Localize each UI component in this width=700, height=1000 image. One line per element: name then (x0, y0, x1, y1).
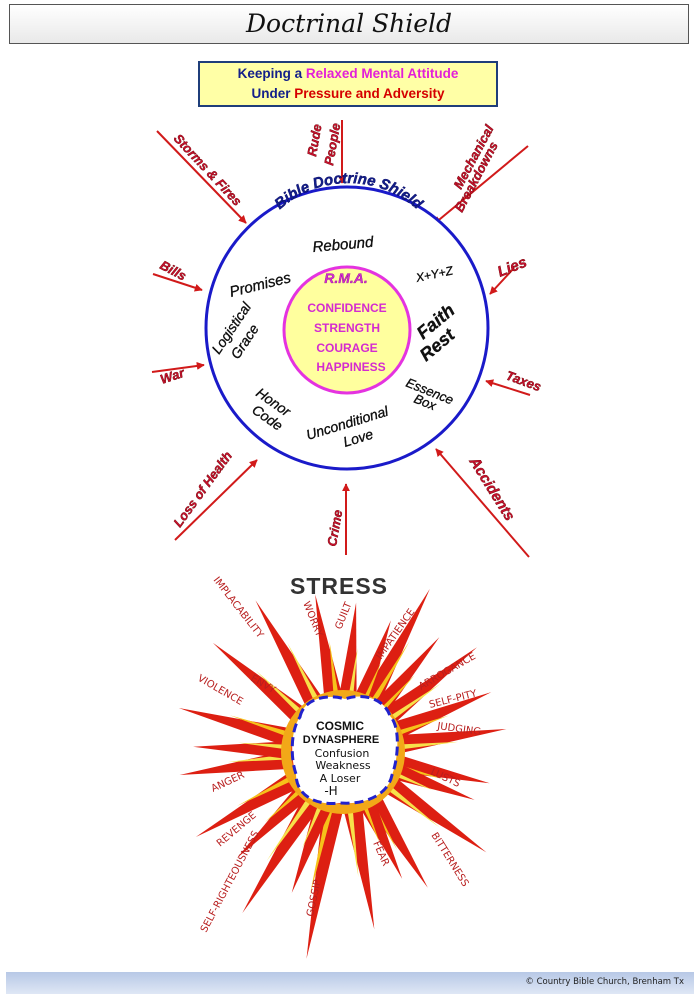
title-bar: Doctrinal Shield (9, 4, 689, 44)
stress-ray-label: SELF-RIGHTEOUSNESS (199, 829, 262, 934)
pressure-arrows (151, 120, 531, 558)
arrow-bills (152, 273, 203, 292)
subtitle-text-2b: Pressure and Adversity (294, 86, 445, 101)
cosmic-line-2: DYNASPHERE (303, 734, 379, 746)
stress-ray-label: IMPLACABILITY (211, 575, 266, 641)
arrow-war (151, 361, 205, 373)
arrow-taxes (485, 379, 531, 396)
subtitle-line-2: Under Pressure and Adversity (200, 84, 496, 104)
rma-word-confidence: CONFIDENCE (307, 301, 386, 315)
arrow-mechanical (433, 145, 529, 225)
label-crime: Crime (324, 509, 345, 548)
label-lies: Lies (495, 254, 529, 281)
stress-title: STRESS (290, 573, 388, 599)
item-rebound: Rebound (312, 234, 375, 256)
label-loss-health: Loss of Health (170, 448, 235, 529)
page-title: Doctrinal Shield (245, 9, 453, 38)
footer-copyright: © Country Bible Church, Brenham Tx (525, 977, 684, 987)
rma-word-strength: STRENGTH (314, 321, 380, 335)
rma-inner-circle (282, 265, 412, 395)
cosmic-line-3: Confusion (315, 747, 370, 760)
subtitle-text-1a: Keeping a (237, 66, 306, 81)
rma-title: R.M.A. (324, 270, 368, 286)
subtitle-text-2a: Under (251, 86, 295, 101)
arrow-accidents (435, 448, 530, 558)
label-people: People (321, 122, 343, 167)
stress-ray-label: VIOLENCE (196, 673, 245, 708)
subtitle-line-1: Keeping a Relaxed Mental Attitude (200, 64, 496, 84)
label-storms: Storms & Fires (171, 131, 245, 209)
label-taxes: Taxes (504, 368, 543, 395)
arrow-loss-health (174, 459, 258, 541)
subtitle-box: Keeping a Relaxed Mental Attitude Under … (198, 61, 498, 107)
label-rude: Rude (304, 123, 324, 158)
cosmic-line-1: COSMIC (316, 719, 364, 733)
cosmic-line-5: A Loser (320, 772, 361, 785)
stress-ray-label: GUILT (334, 600, 355, 631)
footer-bar: © Country Bible Church, Brenham Tx (6, 972, 694, 994)
cosmic-center-blob (290, 694, 399, 805)
subtitle-text-1b: Relaxed Mental Attitude (305, 66, 459, 81)
stress-ray-label: BITTERNESS (428, 831, 470, 889)
arrow-storms (156, 130, 247, 224)
stress-ray-label: ARROGANCE (417, 651, 478, 693)
arrow-lies (489, 267, 515, 295)
rma-word-courage: COURAGE (316, 341, 377, 355)
cosmic-line-6: -H (324, 784, 337, 798)
rma-word-happiness: HAPPINESS (316, 360, 385, 374)
cosmic-line-4: Weakness (315, 759, 371, 772)
stress-ray-label: ANGER (210, 770, 247, 795)
